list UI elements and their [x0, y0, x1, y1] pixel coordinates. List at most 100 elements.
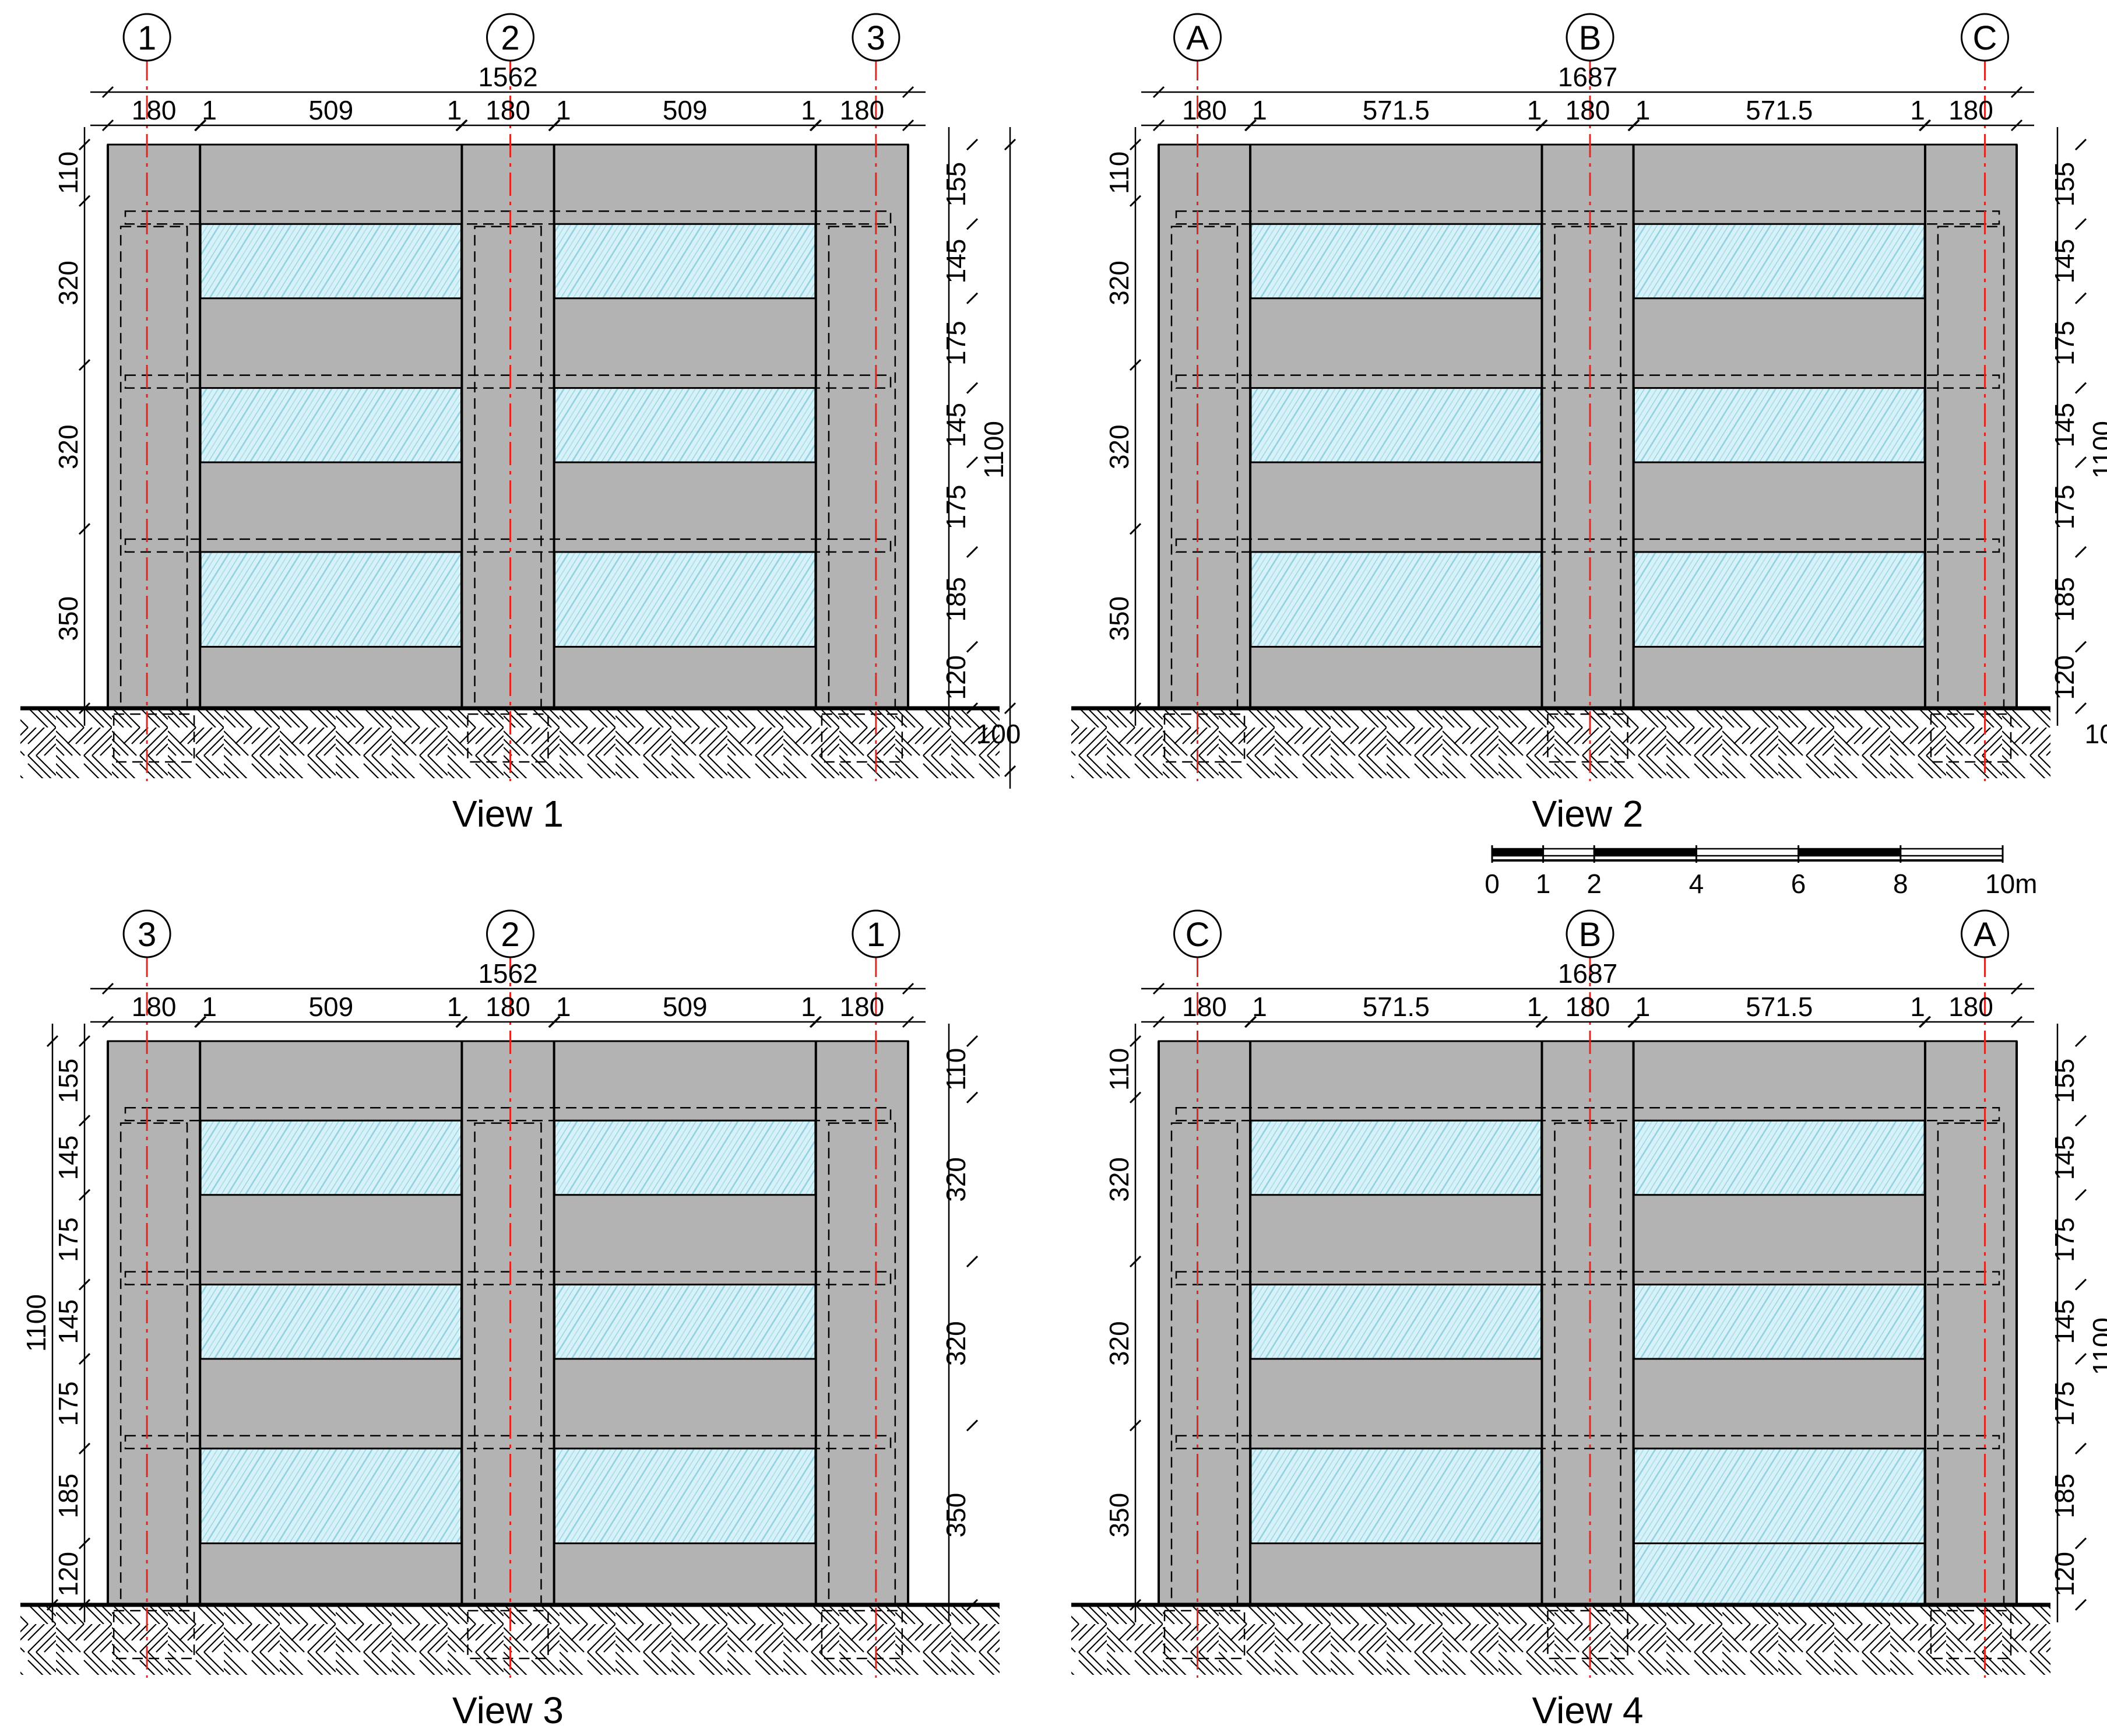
window-glazing	[199, 1119, 463, 1196]
dimension-tick	[2010, 1015, 2023, 1028]
window-glazing	[553, 223, 817, 300]
scale-bar-segment	[1491, 848, 1544, 857]
dimension-segment: 1	[801, 992, 816, 1022]
dimension-tick	[1129, 138, 1142, 151]
dimension-height-part: 120	[941, 655, 971, 700]
window-glazing	[553, 1119, 817, 1196]
dimension-tick	[1628, 1015, 1640, 1028]
ground-hatch	[1071, 708, 2050, 778]
dimension-tick	[1919, 1015, 1932, 1028]
dimension-height-part: 120	[53, 1552, 83, 1597]
hidden-beam	[124, 538, 892, 553]
dimension-tick	[2074, 702, 2087, 715]
grid-axis-bubble	[852, 13, 901, 62]
dimension-height-part: 320	[53, 424, 83, 469]
window-glazing	[199, 1447, 463, 1545]
dimension-tick	[810, 119, 822, 132]
dimension-height-part: 320	[941, 1157, 971, 1202]
dimension-segment: 1	[556, 95, 571, 125]
scale-bar-segment	[1542, 848, 1595, 857]
window-glazing	[1633, 223, 1926, 300]
dimension-height-part: 155	[2049, 162, 2080, 207]
dimension-total-width: 1562	[478, 958, 537, 989]
hidden-footing	[1930, 1610, 2012, 1660]
dimension-segment: 1	[202, 95, 217, 125]
dimension-segment: 180	[840, 95, 885, 125]
dimension-tick	[1628, 119, 1640, 132]
dimension-tick	[2010, 86, 2023, 99]
dimension-tick	[1129, 359, 1142, 371]
dimension-tick	[78, 359, 91, 371]
dimension-height-part: 120	[2049, 1552, 2080, 1597]
dimension-height-part: 185	[2049, 577, 2080, 622]
dimension-segment: 1	[801, 95, 816, 125]
hidden-beam	[124, 374, 892, 389]
dimension-total-width: 1687	[1558, 62, 1617, 92]
grid-axis-bubble	[486, 13, 534, 62]
dimension-height-part: 175	[2049, 1382, 2080, 1426]
dimension-height-part: 145	[53, 1136, 83, 1180]
ground-hatch	[1071, 1605, 2050, 1675]
grid-axis-label: B	[1579, 19, 1602, 57]
window-glazing	[1250, 1119, 1543, 1196]
dimension-height-part: 185	[941, 577, 971, 622]
dimension-tick	[2074, 218, 2087, 230]
window-glazing	[1250, 223, 1543, 300]
dimension-segment: 1	[1635, 95, 1651, 125]
dimension-tick	[1129, 1598, 1142, 1611]
dimension-tick	[902, 982, 914, 995]
window-glazing	[1250, 551, 1543, 648]
dimension-tick	[1244, 119, 1257, 132]
grid-axis-bubble	[1173, 909, 1222, 958]
scale-bar-segment	[1798, 848, 1902, 857]
dimension-tick	[1129, 1091, 1142, 1104]
dimension-tick	[1536, 1015, 1548, 1028]
dimension-tick	[78, 702, 91, 715]
hidden-footing	[1163, 713, 1246, 763]
dimension-tick	[46, 1598, 59, 1611]
dimension-tick	[2074, 546, 2087, 558]
dimension-segment: 180	[132, 95, 177, 125]
dimension-height-part: 175	[941, 485, 971, 530]
view-title: View 4	[1532, 1689, 1644, 1731]
grid-axis-bubble	[486, 909, 534, 958]
dimension-tick	[966, 1419, 979, 1432]
dimension-height-part: 350	[941, 1493, 971, 1538]
window-glazing	[199, 551, 463, 648]
dimension-height-part: 145	[2049, 1299, 2080, 1344]
dimension-tick	[78, 1278, 91, 1291]
dimension-tick	[78, 523, 91, 535]
dimension-tick	[2074, 1189, 2087, 1201]
dimension-tick	[966, 1255, 979, 1268]
dimension-height-part: 110	[1104, 152, 1134, 194]
dimension-tick	[78, 138, 91, 151]
dimension-segment: 571.5	[1746, 95, 1813, 125]
window-glazing	[199, 1284, 463, 1360]
grid-axis-label: A	[1974, 916, 1996, 954]
grid-axis-bubble	[1566, 13, 1614, 62]
dimension-height-part: 320	[1104, 1321, 1134, 1366]
dimension-height-part: 145	[941, 239, 971, 284]
hidden-footing	[1547, 713, 1628, 763]
hidden-beam	[1175, 1435, 2000, 1450]
dimension-height-part: 155	[941, 162, 971, 207]
grid-axis-bubble	[852, 909, 901, 958]
dimension-segment: 180	[1182, 992, 1227, 1022]
dimension-total-width: 1562	[478, 62, 537, 92]
dimension-height-part: 320	[941, 1321, 971, 1366]
dimension-tick	[902, 119, 914, 132]
dimension-height-part: 145	[2049, 1136, 2080, 1180]
dimension-height-part: 145	[53, 1299, 83, 1344]
dimension-tick	[101, 119, 114, 132]
dimension-tick	[548, 1015, 561, 1028]
dimension-segment: 180	[1182, 95, 1227, 125]
dimension-tick	[966, 138, 979, 151]
hidden-footing	[467, 1610, 549, 1660]
dimension-tick	[2074, 138, 2087, 151]
dimension-tick	[548, 119, 561, 132]
dimension-tick	[78, 1035, 91, 1048]
grid-axis-label: 1	[867, 916, 885, 954]
dimension-tick	[1004, 138, 1016, 151]
